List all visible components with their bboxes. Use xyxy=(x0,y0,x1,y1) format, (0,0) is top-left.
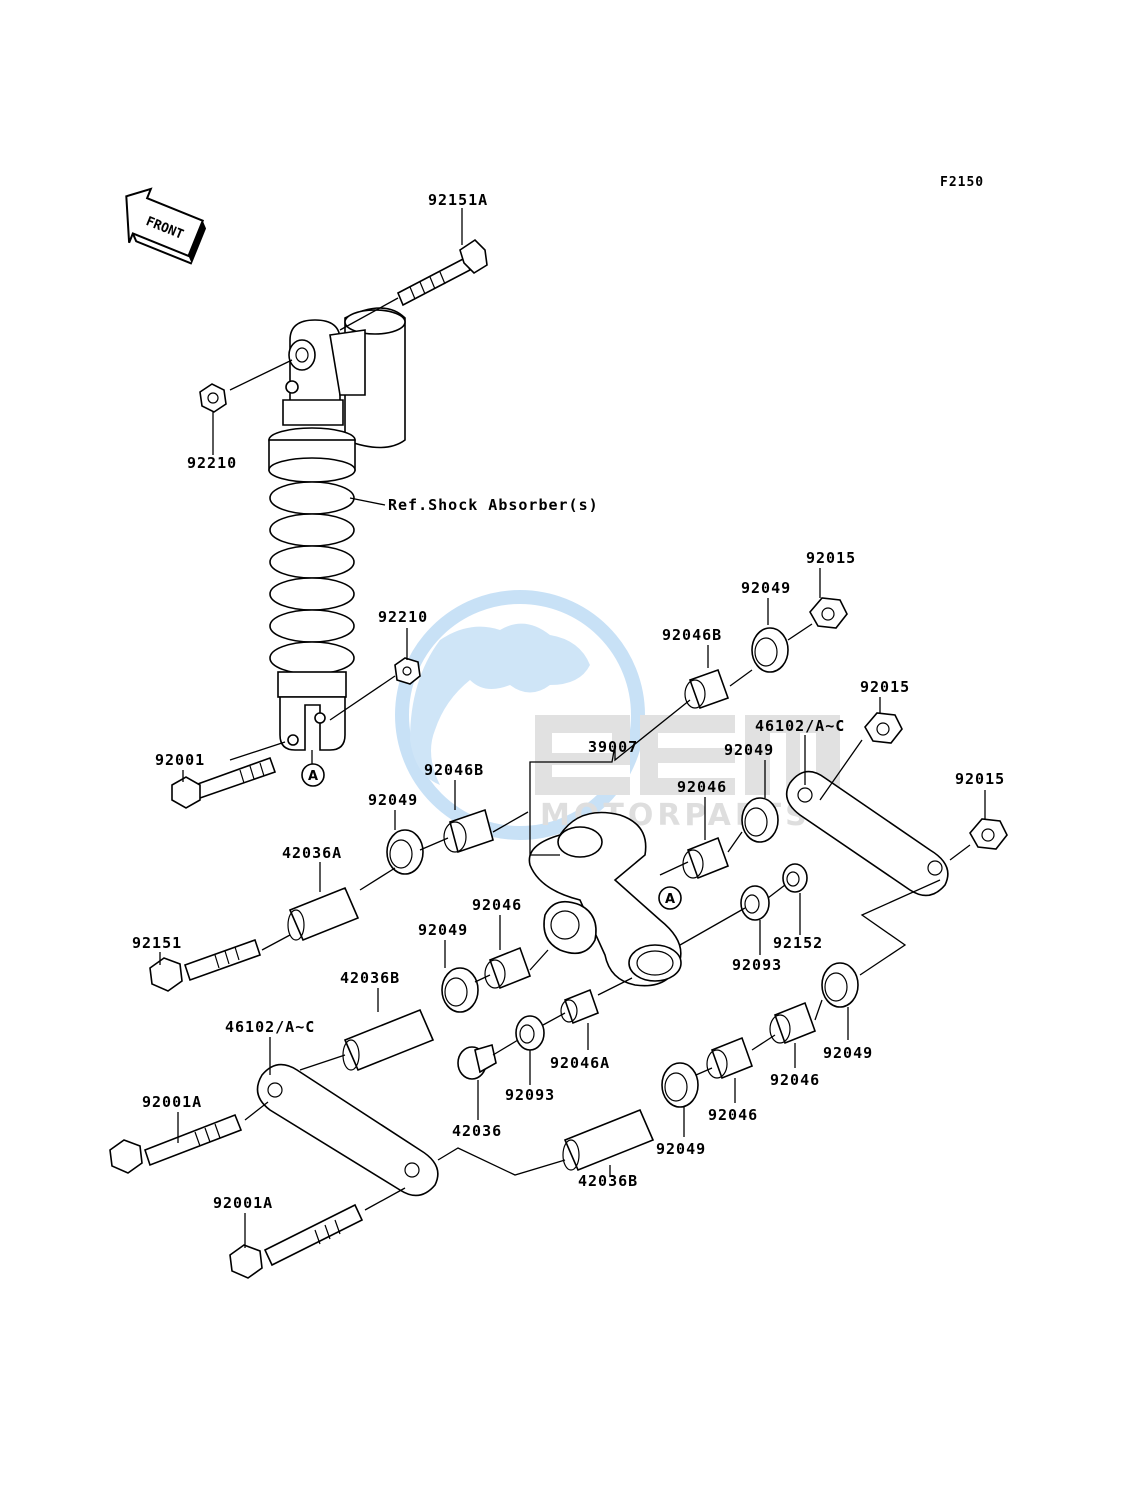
part-label: 42036B xyxy=(340,969,400,987)
part-labels: 92151A 92210 92210 92001 92015 92049 920… xyxy=(132,191,1005,1212)
part-label: 92046B xyxy=(662,626,722,644)
parts-small xyxy=(109,597,1008,1279)
part-label: 42036B xyxy=(578,1172,638,1190)
part-label: 92049 xyxy=(741,579,791,597)
rocker-arm-39007 xyxy=(528,811,682,987)
tie-rod-left xyxy=(256,1063,439,1197)
part-label: 92152 xyxy=(773,934,823,952)
marker-a-left-text: A xyxy=(308,769,318,784)
part-label: 42036A xyxy=(282,844,342,862)
part-label: 92151 xyxy=(132,934,182,952)
part-label: 92049 xyxy=(656,1140,706,1158)
part-label: 46102/A~C xyxy=(755,717,845,735)
nut-92210-lower xyxy=(394,657,421,685)
part-label: 92046A xyxy=(550,1054,610,1072)
part-label: 92049 xyxy=(418,921,468,939)
part-label: 92046 xyxy=(770,1071,820,1089)
part-label: 92151A xyxy=(428,191,488,209)
part-label: 42036 xyxy=(452,1122,502,1140)
shock-absorber xyxy=(268,307,406,751)
marker-a-right-text: A xyxy=(665,892,675,907)
part-label: 92049 xyxy=(368,791,418,809)
part-label: 92015 xyxy=(806,549,856,567)
part-label: 92001A xyxy=(142,1093,202,1111)
part-label: 92046 xyxy=(708,1106,758,1124)
part-label: 92210 xyxy=(378,608,428,626)
part-label: 92001A xyxy=(213,1194,273,1212)
ref-shock-absorber-label: Ref.Shock Absorber(s) xyxy=(388,496,599,514)
leader-lines xyxy=(159,208,986,1248)
part-label: 46102/A~C xyxy=(225,1018,315,1036)
part-label: 92015 xyxy=(955,770,1005,788)
diagram-code: F2150 xyxy=(940,175,984,190)
watermark-globe xyxy=(395,590,645,840)
marker-a-right: A xyxy=(658,886,682,910)
part-label: 92046 xyxy=(472,896,522,914)
part-label: 92093 xyxy=(732,956,782,974)
part-label: 92001 xyxy=(155,751,205,769)
part-label: 92049 xyxy=(724,741,774,759)
part-label: 92046 xyxy=(677,778,727,796)
part-label: 92015 xyxy=(860,678,910,696)
part-label: 92046B xyxy=(424,761,484,779)
bolt-92001 xyxy=(171,756,277,809)
marker-a-left: A xyxy=(301,763,325,787)
front-arrow-icon: FRONT xyxy=(125,187,207,265)
tie-rod-right xyxy=(785,770,949,897)
part-label: 92210 xyxy=(187,454,237,472)
watermark-continents xyxy=(410,623,590,785)
bolt-92151A xyxy=(396,238,488,307)
part-label: 92093 xyxy=(505,1086,555,1104)
part-label: 39007 xyxy=(588,738,638,756)
nut-92210-top xyxy=(199,383,227,413)
spring-coils xyxy=(269,481,355,675)
part-label: 92049 xyxy=(823,1044,873,1062)
